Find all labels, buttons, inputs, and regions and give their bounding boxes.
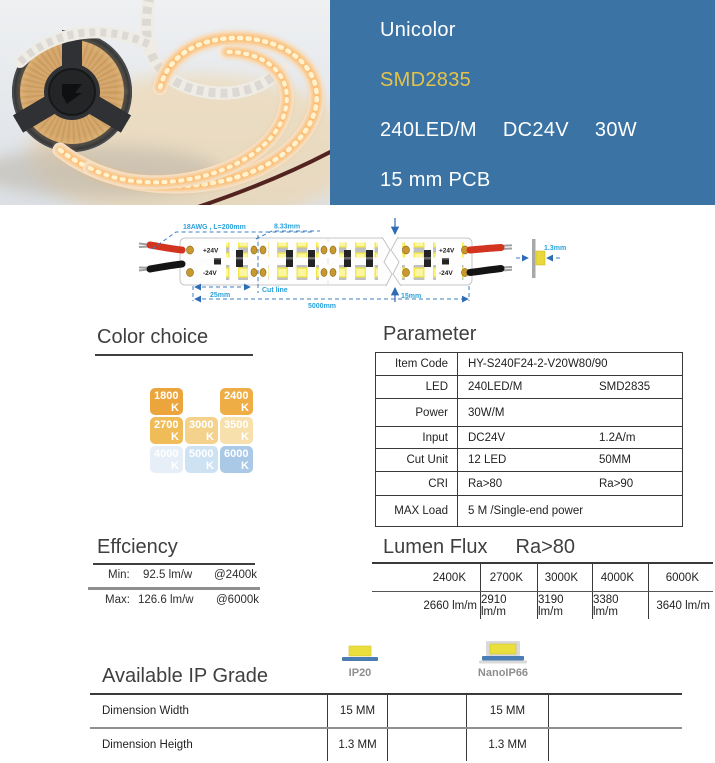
banner-electrical-specs: 240LED/M DC24V 30W [380,119,663,142]
param-row-cut-unit: Cut Unit 12 LED 50MM [376,448,682,471]
dimension-height-row: Dimension Heigth 1.3 MM 1.3 MM [90,729,682,761]
efficiency-min-label: Min: [108,569,130,581]
parameter-table: Item Code HY-S240F24-2-V20W80/90 LED 240… [375,352,683,527]
strip-width-label: 15mm [401,293,421,300]
red-wire-right [466,244,505,254]
nanoip66-option: NanoIP66 [476,640,530,679]
strip-diagram-drawing: +24V -24V +24V -24V [138,218,566,310]
color-choice-title: Color choice [97,326,209,348]
param-row-cri: CRI Ra>80 Ra>90 [376,471,682,495]
product-photo [0,0,360,225]
swatch-empty [185,388,218,415]
efficiency-max-label: Max: [105,594,130,606]
strip-dimension-diagram: +24V -24V +24V -24V [0,205,715,317]
hero-section: Unicolor SMD2835 240LED/M DC24V 30W 15 mm … [0,0,715,225]
side-view-pcb [532,239,536,278]
black-wire-left [146,260,186,273]
negative-label-right: -24V [439,270,453,277]
dimension-table: Dimension Width 15 MM 15 MM Dimension He… [90,693,682,761]
lumen-flux-table: 2400K 2700K 3000K 4000K 6000K 2660 lm/m … [372,562,713,619]
strip-break [382,237,401,286]
led-pitch-label: 8.33mm [274,224,300,231]
efficiency-max-at: @6000k [216,594,260,606]
lumen-values-row: 2660 lm/m 2910 lm/m 3190 lm/m 3380 lm/m … [372,592,713,619]
nanoip66-label: NanoIP66 [477,667,529,679]
side-view-led [535,250,546,266]
efficiency-min-at: @2400k [214,569,258,581]
efficiency-underline [93,563,255,565]
led-reel-photo-illustration [0,0,360,225]
lumen-header-row: 2400K 2700K 3000K 4000K 6000K [372,564,713,592]
param-row-item-code: Item Code HY-S240F24-2-V20W80/90 [376,353,682,375]
param-row-led: LED 240LED/M SMD2835 [376,375,682,398]
negative-label-left: -24V [203,270,217,277]
efficiency-title: Effciency [97,536,178,558]
nanoip66-icon [479,641,527,664]
lumen-flux-cri: Ra>80 [515,536,576,558]
banner-pcb-width: 15 mm PCB [380,169,491,191]
ip20-option: IP20 [336,644,384,679]
spec-banner: Unicolor SMD2835 240LED/M DC24V 30W 15 mm … [330,0,715,205]
ip-grade-title: Available IP Grade [102,665,269,687]
param-row-max-load: MAX Load 5 M /Single-end power [376,495,682,526]
param-row-input: Input DC24V 1.2A/m [376,426,682,448]
ip20-label: IP20 [348,667,372,679]
banner-power: 30W [594,119,637,141]
cut-line-label: Cut line [262,287,288,294]
ip20-icon [342,645,378,661]
banner-voltage: DC24V [502,119,569,141]
dimension-width-row: Dimension Width 15 MM 15 MM [90,695,682,729]
wire-gauge-label: 18AWG , L=200mm [183,224,246,231]
thickness-label: 1.3mm [544,245,566,252]
banner-product-type: Unicolor [380,19,456,41]
efficiency-min-value: 92.5 lm/w [143,569,193,581]
color-choice-underline [95,354,253,356]
banner-led-density: 240LED/M [380,119,477,141]
banner-chip-type: SMD2835 [380,69,472,91]
efficiency-max-value: 126.6 lm/w [138,594,194,606]
black-wire-right [466,265,505,276]
red-wire-left [146,241,186,254]
reel-length-label: 5000mm [308,303,336,310]
efficiency-divider [88,587,260,590]
efficiency-section: Effciency Min: 92.5 lm/w @2400k Max: 126… [88,536,266,616]
positive-label-right: +24V [439,248,455,255]
parameter-title: Parameter [383,323,477,345]
solder-pads [186,245,469,277]
positive-label-left: +24V [203,248,219,255]
param-row-power: Power 30W/M [376,398,682,426]
segment-length-label: 25mm [210,292,230,299]
